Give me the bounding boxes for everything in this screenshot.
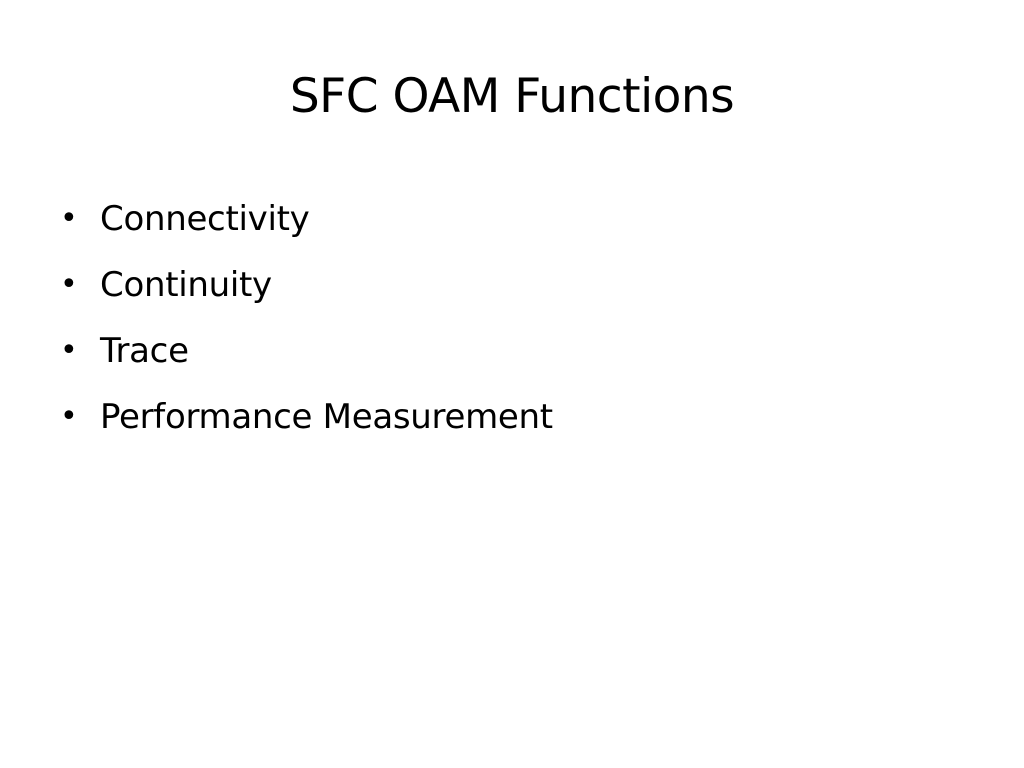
bullet-icon: • xyxy=(60,267,78,302)
bullet-icon: • xyxy=(60,201,78,236)
bullet-text-trace: Trace xyxy=(100,331,189,371)
bullet-item: • Trace xyxy=(60,318,553,384)
bullet-icon: • xyxy=(60,399,78,434)
bullet-item: • Connectivity xyxy=(60,186,553,252)
bullet-list: • Connectivity • Continuity • Trace • Pe… xyxy=(60,186,553,450)
bullet-text-performance-measurement: Performance Measurement xyxy=(100,397,553,437)
bullet-text-continuity: Continuity xyxy=(100,265,272,305)
bullet-item: • Performance Measurement xyxy=(60,384,553,450)
bullet-item: • Continuity xyxy=(60,252,553,318)
slide-title: SFC OAM Functions xyxy=(289,69,735,124)
bullet-icon: • xyxy=(60,333,78,368)
bullet-text-connectivity: Connectivity xyxy=(100,199,310,239)
